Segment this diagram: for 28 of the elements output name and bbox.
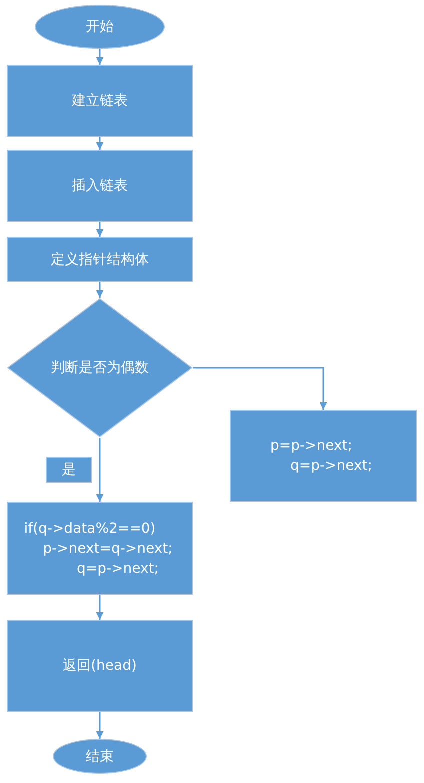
- node-label: 返回(head): [63, 657, 137, 676]
- decision-diamond: [7, 298, 193, 438]
- node-label: 判断是否为偶数: [51, 359, 149, 378]
- process-box: [7, 150, 193, 222]
- arrow: [96, 282, 104, 298]
- arrow: [96, 438, 104, 502]
- process-box: [7, 65, 193, 137]
- process-box: [7, 237, 193, 282]
- arrow: [96, 595, 104, 620]
- arrow: [96, 222, 104, 237]
- code-line: p=p->next;: [270, 437, 353, 456]
- node-label: 建立链表: [72, 92, 128, 111]
- edge-label: 是: [46, 457, 92, 483]
- node-label: 开始: [86, 18, 114, 37]
- process-box: [230, 410, 417, 502]
- arrow: [193, 367, 328, 410]
- process-box: [7, 502, 193, 595]
- arrow: [96, 49, 104, 65]
- arrow: [96, 137, 104, 150]
- process-box: [7, 620, 193, 712]
- arrow: [96, 712, 104, 739]
- code-line: q=p->next;: [76, 560, 160, 578]
- code-line: if(q->data%2==0): [24, 520, 156, 538]
- node-label: 定义指针结构体: [51, 250, 149, 270]
- code-line: p->next=q->next;: [43, 540, 173, 558]
- node-label: 插入链表: [72, 177, 128, 196]
- node-label: 结束: [86, 748, 114, 766]
- code-line: q=p->next;: [290, 457, 373, 476]
